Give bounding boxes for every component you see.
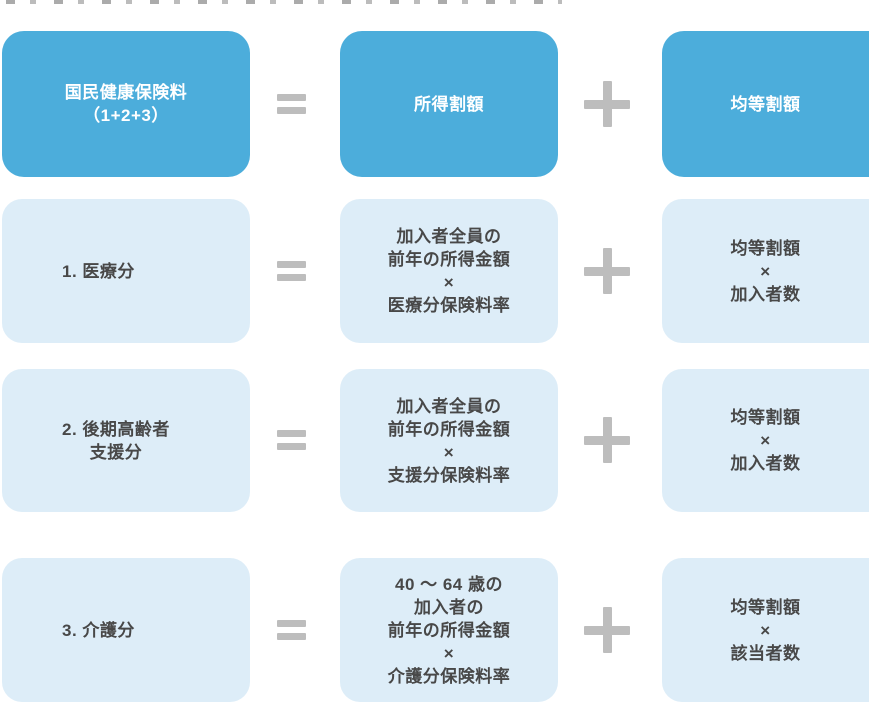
support-income-formula-box: 加入者全員の 前年の所得金額 × 支援分保険料率 [340, 369, 558, 512]
support-per-capita-formula: 均等割額 × 加入者数 [730, 408, 801, 473]
support-per-capita-formula-box: 均等割額 × 加入者数 [662, 369, 869, 512]
medical-portion-label: 1. 医療分 [62, 261, 135, 281]
medical-per-capita-formula-box: 均等割額 × 加入者数 [662, 199, 869, 343]
equals-bar [277, 107, 306, 114]
per-capita-portion-box: 均等割額 [662, 31, 869, 177]
income-portion-box: 所得割額 [340, 31, 558, 177]
income-portion-label: 所得割額 [414, 94, 484, 114]
equals-bar [277, 94, 306, 101]
clipped-title-fragments [6, 0, 562, 4]
total-premium-label: 国民健康保険料 （1+2+3） [64, 83, 188, 125]
support-portion-label: 2. 後期高齢者 支援分 [62, 419, 170, 462]
medical-income-formula-box: 加入者全員の 前年の所得金額 × 医療分保険料率 [340, 199, 558, 343]
medical-income-formula: 加入者全員の 前年の所得金額 × 医療分保険料率 [387, 227, 511, 315]
equals-operator [277, 620, 306, 640]
care-portion-box: 3. 介護分 [2, 558, 250, 702]
plus-operator [584, 417, 630, 463]
equals-bar [277, 261, 306, 268]
equals-operator [277, 261, 306, 281]
equals-bar [277, 430, 306, 437]
per-capita-portion-label: 均等割額 [730, 94, 801, 114]
care-portion-label: 3. 介護分 [62, 620, 135, 640]
plus-operator [584, 607, 630, 653]
medical-portion-box: 1. 医療分 [2, 199, 250, 343]
total-premium-box: 国民健康保険料 （1+2+3） [2, 31, 250, 177]
plus-operator [584, 81, 630, 127]
medical-per-capita-formula: 均等割額 × 加入者数 [730, 238, 801, 304]
equals-bar [277, 274, 306, 281]
care-per-capita-formula-box: 均等割額 × 該当者数 [662, 558, 869, 702]
equals-operator [277, 94, 306, 114]
plus-operator [584, 248, 630, 294]
support-portion-box: 2. 後期高齢者 支援分 [2, 369, 250, 512]
equals-bar [277, 443, 306, 450]
equals-bar [277, 633, 306, 640]
care-income-formula: 40 ～ 64 歳の 加入者の 前年の所得金額 × 介護分保険料率 [387, 574, 511, 686]
care-per-capita-formula: 均等割額 × 該当者数 [730, 597, 801, 663]
support-income-formula: 加入者全員の 前年の所得金額 × 支援分保険料率 [387, 396, 511, 485]
care-income-formula-box: 40 ～ 64 歳の 加入者の 前年の所得金額 × 介護分保険料率 [340, 558, 558, 702]
equals-bar [277, 620, 306, 627]
equals-operator [277, 430, 306, 450]
